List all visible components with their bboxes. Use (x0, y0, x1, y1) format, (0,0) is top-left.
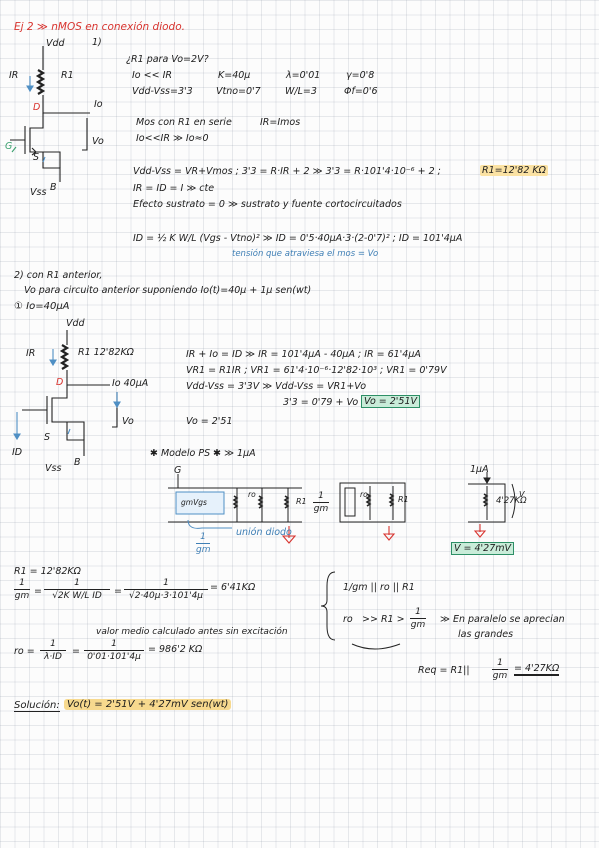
drain-label-2: D (56, 377, 64, 388)
equation-id: ID = ½ K W/L (Vgs - Vtno)² ≫ ID = 0'5·40… (133, 233, 463, 244)
model-gate: G (174, 465, 182, 476)
given-io-ir: Io << IR (132, 70, 172, 81)
given-k: K=40μ (218, 70, 251, 81)
result-r1: R1=12'82 KΩ (480, 165, 548, 176)
eq-vo-value: Vo = 2'51 (186, 416, 233, 427)
small-signal-title: ✱ Modelo PS ✱ ≫ 1μA (150, 448, 256, 459)
bulk-label-2: B (74, 457, 81, 468)
source-label-2: S (44, 432, 51, 443)
parallel-expr: 1/gm || ro || R1 (343, 582, 415, 593)
given-vtno: Vtno=0'7 (216, 86, 261, 97)
part2-title: 2) con R1 anterior, (14, 270, 103, 281)
calc-eq-sign-1: = (34, 586, 42, 597)
id-label-2: ID (12, 447, 23, 458)
step-1: ① Io=40μA (14, 301, 70, 312)
model-ro: ro (248, 490, 256, 499)
equation-body-effect: Efecto sustrato = 0 ≫ sustrato y fuente … (133, 199, 402, 210)
eq-kcl: IR + Io = ID ≫ IR = 101'4μA - 40μA ; IR … (186, 349, 421, 360)
ir-label-1: IR (9, 70, 19, 81)
equation-current: IR = ID = I ≫ cte (133, 183, 215, 194)
ro-label: ro = (14, 646, 35, 657)
model-r1-2: R1 (398, 495, 409, 504)
model-gm-source: gmVgs (181, 498, 207, 507)
eq-kvl-2: Vdd-Vss = 3'3V ≫ Vdd-Vss = VR1+Vo (186, 381, 367, 392)
part1-number: 1) (92, 37, 102, 48)
vo-label-2: Vo (122, 416, 134, 427)
given-wl: W/L=3 (285, 86, 317, 97)
compare-note: ≫ En paralelo se aprecian (440, 614, 565, 625)
calc-frac-numeric: 1√2·40μ·3·101'4μ (124, 578, 208, 601)
part2-subtitle: Vo para circuito anterior suponiendo Io(… (24, 285, 312, 296)
ro-result: = 986'2 KΩ (148, 644, 203, 655)
vdd-label-2: Vdd (66, 318, 85, 329)
exercise-title: Ej 2 ≫ nMOS en conexión diodo. (14, 21, 185, 33)
req-label: Req = R1|| (418, 665, 470, 676)
diode-junction-note: unión diodo (236, 527, 292, 538)
r1-value-2: R1 12'82KΩ (78, 347, 134, 358)
model-ro-2: ro (360, 490, 368, 499)
model-r1: R1 (296, 497, 307, 506)
note-voltage: tensión que atraviesa el mos = Vo (232, 249, 379, 259)
ro-eq-sign: = (72, 646, 80, 657)
io-label-1: Io (94, 99, 103, 110)
vss-label-2: Vss (45, 463, 62, 474)
question-1: ¿R1 para Vo=2V? (126, 54, 209, 65)
vo-label-1: Vo (92, 136, 104, 147)
r1-label-1: R1 (61, 70, 74, 81)
vdd-label-1: Vdd (46, 38, 65, 49)
model-req: 4'27KΩ (496, 496, 527, 506)
eq-vr1: VR1 = R1IR ; VR1 = 61'4·10⁻⁶·12'82·10³ ;… (186, 365, 447, 376)
gate-label-1: G (5, 141, 13, 152)
eq-vo-calc: 3'3 = 0'79 + Vo ; (283, 397, 365, 408)
req-result: = 4'27KΩ (514, 663, 560, 676)
given-vdd-vss: Vdd-Vss=3'3 (132, 86, 193, 97)
result-vac: V = 4'27mV (451, 542, 514, 555)
source-label-1: S (33, 152, 40, 163)
solution-label: Solución: (14, 700, 60, 712)
equation-kvl-1: Vdd-Vss = VR+Vmos ; 3'3 = R·IR + 2 ≫ 3'3… (133, 166, 441, 177)
compare-note-2: las grandes (458, 629, 514, 640)
model-current: 1μA (470, 464, 489, 475)
calc-eq-sign-2: = (114, 586, 122, 597)
calc-r1: R1 = 12'82KΩ (14, 566, 81, 577)
io-label-2: Io 40μA (112, 378, 149, 389)
vss-label-1: Vss (30, 187, 47, 198)
bulk-label-1: B (50, 182, 57, 193)
model-v: V (519, 490, 525, 499)
calc-gm-result: = 6'41KΩ (210, 582, 256, 593)
line-series: Mos con R1 en serie (136, 117, 232, 128)
solution-value: Vo(t) = 2'51V + 4'27mV sen(wt) (64, 699, 232, 710)
given-lambda: λ=0'01 (286, 70, 321, 81)
calc-frac-formula: 1√2K W/L ID (44, 578, 110, 601)
result-vo-dc: Vo = 2'51V (361, 395, 420, 408)
r1-label-2: R1 12'82KΩ (78, 347, 134, 358)
line-ir-imos: IR=Imos (260, 117, 301, 128)
drain-label-1: D (33, 102, 41, 113)
compare-ro: ro (343, 614, 353, 625)
compare-mid: >> R1 > (362, 614, 405, 625)
calc-note: valor medio calculado antes sin excitaci… (96, 627, 288, 637)
ir-label-2: IR (26, 348, 36, 359)
given-phif: Φf=0'6 (344, 86, 378, 97)
line-io-zero: Io<<IR ≫ Io≈0 (136, 133, 209, 144)
given-gamma: γ=0'8 (346, 70, 375, 81)
